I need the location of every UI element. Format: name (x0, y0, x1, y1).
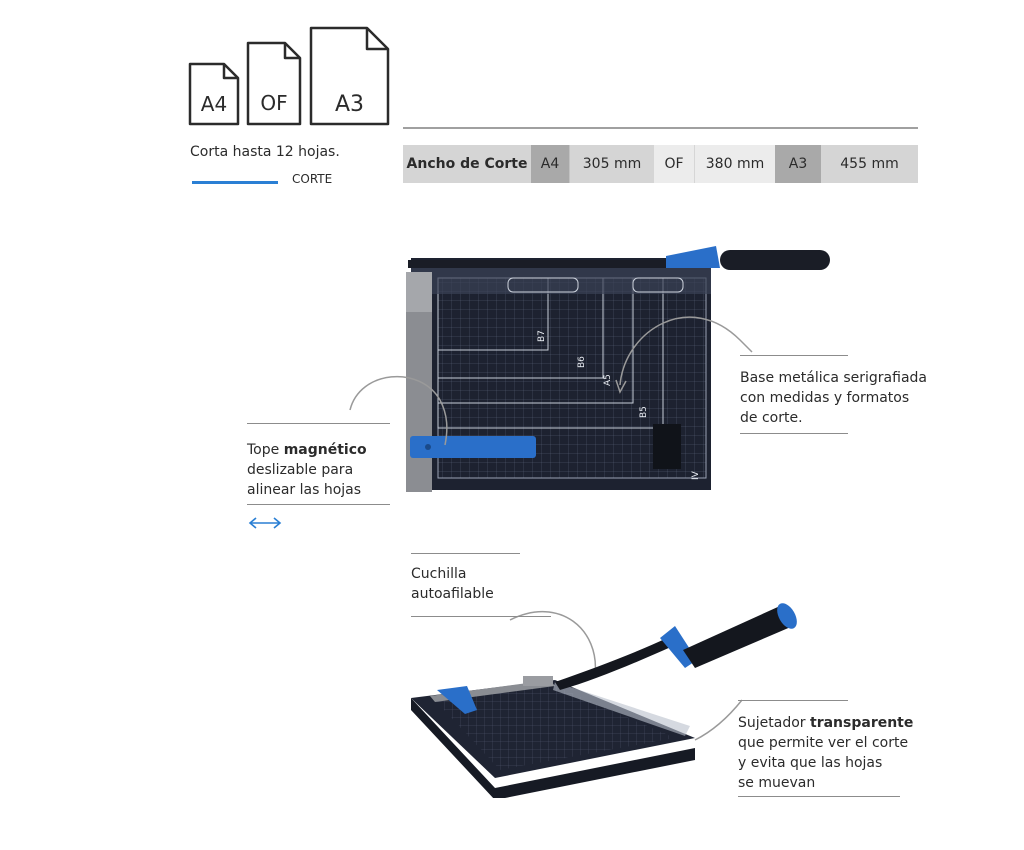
holder-bottom-rule (738, 796, 900, 797)
cut-legend-label: CORTE (292, 172, 333, 186)
base-line2: con medidas y formatos (740, 390, 910, 406)
blade-line2: autoafilable (411, 586, 494, 602)
base-bottom-rule (740, 433, 848, 434)
cutter-top-view: B7 B6 A5 B5 IV (406, 246, 830, 492)
spec-a3-width: 455 mm (821, 145, 918, 183)
blade-text: Cuchilla autoafilable (411, 564, 531, 604)
holder-line4: se muevan (738, 775, 816, 791)
paper-a3-label: A3 (334, 92, 365, 117)
paper-of-icon: OF (246, 41, 302, 126)
magnetic-stop-top-rule (247, 423, 390, 424)
board-label-b7: B7 (537, 330, 547, 342)
base-line3: de corte. (740, 410, 803, 426)
magnetic-stop-line3: alinear las hojas (247, 482, 362, 498)
board-label-b6: B6 (577, 356, 587, 368)
paper-a4-icon: A4 (188, 62, 240, 126)
magnetic-stop-line2: deslizable para (247, 462, 354, 478)
magnetic-stop-prefix: Tope (247, 442, 284, 458)
blade-bottom-rule (411, 616, 551, 617)
magnetic-stop-bold: magnético (283, 442, 367, 458)
paper-a4-label: A4 (200, 92, 228, 116)
holder-line2: que permite ver el corte (738, 735, 909, 751)
cut-capacity-text: Corta hasta 12 hojas. (190, 144, 340, 160)
base-line1: Base metálica serigrafiada (740, 370, 928, 386)
holder-line3: y evita que las hojas (738, 755, 883, 771)
paper-of-label: OF (260, 91, 288, 115)
paper-a3-icon: A3 (309, 26, 390, 126)
blade-top-rule (411, 553, 520, 554)
spec-of-width: 380 mm (694, 145, 775, 183)
holder-prefix: Sujetador (738, 715, 810, 731)
spec-a4-width: 305 mm (569, 145, 654, 183)
spec-a3-format: A3 (775, 145, 821, 183)
cut-legend-line (192, 181, 278, 184)
magnetic-stop-text: Tope magnético deslizable para alinear l… (247, 440, 397, 500)
spec-top-rule (403, 127, 918, 129)
holder-bold: transparente (810, 715, 914, 731)
blade-line1: Cuchilla (411, 566, 467, 582)
board-label-a5: A5 (603, 374, 613, 386)
spec-of-format: OF (654, 145, 694, 183)
spec-heading: Ancho de Corte (403, 145, 531, 183)
double-arrow-icon (248, 517, 282, 529)
spec-a4-format: A4 (531, 145, 569, 183)
cut-width-table: Ancho de Corte A4 305 mm OF 380 mm A3 45… (403, 145, 918, 183)
holder-top-rule (738, 700, 848, 701)
base-text: Base metálica serigrafiada con medidas y… (740, 368, 930, 428)
holder-text: Sujetador transparente que permite ver e… (738, 713, 938, 793)
board-label-b5: B5 (639, 406, 649, 418)
base-top-rule (740, 355, 848, 356)
board-label-iv: IV (691, 470, 701, 480)
cutter-perspective-view (411, 603, 797, 798)
magnetic-stop-bottom-rule (247, 504, 390, 505)
